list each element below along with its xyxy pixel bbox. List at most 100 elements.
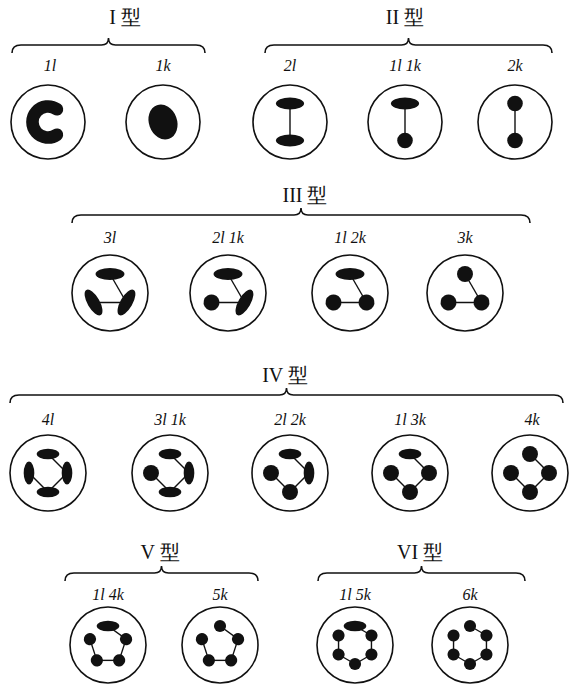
nucleus-lobe bbox=[522, 484, 538, 500]
nucleus-lobe bbox=[214, 268, 243, 280]
cell-outline bbox=[312, 255, 388, 331]
nucleus-lobe bbox=[457, 266, 473, 282]
nucleus-lobe bbox=[363, 627, 380, 644]
nucleus-lobe bbox=[304, 462, 315, 485]
nucleus-lobe bbox=[276, 135, 304, 147]
nucleus-lobe bbox=[279, 449, 302, 460]
nucleus-lobe bbox=[471, 292, 493, 314]
neutrophil-cell bbox=[11, 85, 85, 159]
type-heading: III 型 bbox=[283, 182, 328, 209]
cell-outline bbox=[252, 435, 328, 511]
lobe-label: 3l bbox=[104, 229, 116, 247]
nucleus-lobe bbox=[62, 462, 73, 485]
nucleus-lobe bbox=[402, 484, 418, 500]
type-heading: V 型 bbox=[140, 539, 179, 566]
cell-outline bbox=[368, 85, 442, 159]
nucleus-lobe bbox=[32, 106, 56, 137]
nucleus-lobe bbox=[214, 620, 226, 632]
lobe-label: 6k bbox=[462, 586, 477, 604]
nucleus-lobe bbox=[159, 449, 182, 460]
neutrophil-cell bbox=[368, 85, 442, 159]
cell-outline bbox=[372, 435, 448, 511]
lobe-label: 2l 1k bbox=[212, 229, 244, 247]
type-heading: VI 型 bbox=[397, 539, 443, 566]
nucleus-lobe bbox=[421, 465, 437, 481]
nucleus-lobe bbox=[399, 449, 422, 460]
nucleus-lobe bbox=[201, 292, 223, 314]
nucleus-lobe bbox=[97, 621, 120, 632]
nucleus-lobe bbox=[194, 631, 209, 646]
neutrophil-cell bbox=[478, 85, 552, 159]
lobe-label: 4l bbox=[42, 411, 54, 429]
nucleus-lobe bbox=[144, 101, 183, 144]
group-bracket bbox=[318, 566, 525, 581]
neutrophil-cell bbox=[492, 435, 568, 511]
nucleus-lobe bbox=[445, 627, 462, 644]
neutrophil-cell bbox=[252, 435, 328, 511]
cell-outline bbox=[126, 85, 200, 159]
lobe-label: 1l 2k bbox=[334, 229, 366, 247]
nucleus-lobe bbox=[232, 287, 257, 318]
nucleus-lobe bbox=[114, 287, 139, 318]
lobe-label: 1l bbox=[44, 57, 56, 75]
nucleus-lobe bbox=[82, 631, 97, 646]
lobe-label: 1k bbox=[155, 57, 170, 75]
lobe-label: 2l 2k bbox=[274, 411, 306, 429]
cell-outline bbox=[478, 85, 552, 159]
type-heading: I 型 bbox=[109, 4, 141, 31]
cell-outline bbox=[182, 607, 258, 683]
nucleus-lobe bbox=[507, 96, 523, 112]
nucleus-lobe bbox=[276, 98, 304, 110]
nucleus-lobe bbox=[159, 487, 182, 498]
nucleus-lobe bbox=[184, 462, 195, 485]
nucleus-lobe bbox=[118, 631, 133, 646]
group-bracket bbox=[10, 388, 563, 403]
type-heading: IV 型 bbox=[262, 362, 308, 389]
lobe-label: 1l 1k bbox=[389, 57, 421, 75]
neutrophil-cell bbox=[190, 255, 266, 331]
nucleus-lobe bbox=[363, 646, 380, 663]
cell-outline bbox=[317, 607, 393, 683]
neutrophil-cell bbox=[126, 85, 200, 159]
lobe-label: 1l 3k bbox=[394, 411, 426, 429]
nucleus-lobe bbox=[541, 465, 557, 481]
neutrophil-cell bbox=[72, 255, 148, 331]
nucleus-lobe bbox=[391, 98, 419, 110]
nucleus-lobe bbox=[522, 446, 538, 462]
lobe-label: 2k bbox=[507, 57, 522, 75]
nucleus-lobe bbox=[143, 465, 159, 481]
cell-outline bbox=[432, 607, 508, 683]
nucleus-lobe bbox=[96, 268, 125, 280]
lobe-label: 1l 4k bbox=[92, 586, 124, 604]
nucleus-lobe bbox=[111, 652, 128, 669]
cell-outline bbox=[132, 435, 208, 511]
cell-outline bbox=[10, 435, 86, 511]
cell-outline bbox=[72, 255, 148, 331]
neutrophil-cell bbox=[182, 607, 258, 683]
nucleus-lobe bbox=[37, 487, 60, 498]
cell-outline bbox=[190, 255, 266, 331]
neutrophil-cell bbox=[312, 255, 388, 331]
nucleus-lobe bbox=[323, 292, 345, 314]
cell-outline bbox=[253, 85, 327, 159]
lobe-label: 2l bbox=[284, 57, 296, 75]
lobe-label: 1l 5k bbox=[339, 586, 371, 604]
lobe-label: 4k bbox=[524, 411, 539, 429]
nucleus-lobe bbox=[223, 652, 240, 669]
group-bracket bbox=[265, 38, 552, 53]
type-heading: II 型 bbox=[386, 4, 424, 31]
nucleus-lobe bbox=[438, 292, 460, 314]
nucleus-lobe bbox=[37, 449, 60, 460]
nucleus-lobe bbox=[230, 631, 245, 646]
nucleus-lobe bbox=[330, 627, 347, 644]
group-bracket bbox=[72, 208, 530, 223]
nucleus-lobe bbox=[464, 620, 476, 632]
neutrophil-cell bbox=[427, 255, 503, 331]
nucleus-lobe bbox=[503, 465, 519, 481]
nucleus-lobe bbox=[24, 462, 35, 485]
lobe-label: 3l 1k bbox=[154, 411, 186, 429]
nucleus-lobe bbox=[397, 133, 413, 149]
group-bracket bbox=[65, 566, 258, 581]
neutrophil-cell bbox=[372, 435, 448, 511]
nucleus-lobe bbox=[282, 484, 298, 500]
